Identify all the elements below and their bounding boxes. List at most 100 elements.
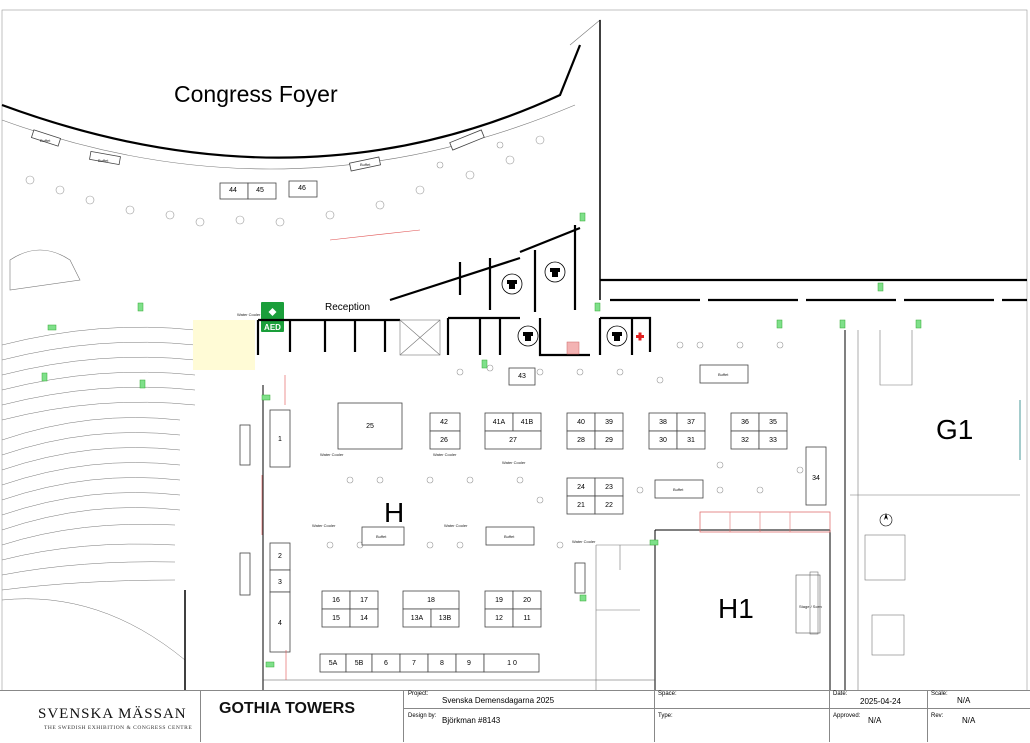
booth-16[interactable]: 16	[321, 590, 351, 610]
booth-15[interactable]: 15	[321, 608, 351, 628]
booth-7[interactable]: 7	[399, 653, 429, 673]
svg-text:30: 30	[659, 437, 667, 444]
svenska-massan-logo: SVENSKA MÄSSAN	[38, 706, 187, 722]
booth-29[interactable]: 29	[594, 430, 624, 450]
aed-icon[interactable]: AED	[261, 302, 284, 332]
svg-text:37: 37	[687, 419, 695, 426]
booth-26[interactable]: 26	[429, 430, 461, 450]
booth-8[interactable]: 8	[427, 653, 457, 673]
svg-text:24: 24	[577, 484, 585, 491]
svg-text:16: 16	[332, 597, 340, 604]
booth-1[interactable]: 1	[269, 409, 291, 468]
svg-text:36: 36	[741, 419, 749, 426]
reception-area	[193, 320, 255, 370]
booth-10[interactable]: 1 0	[483, 653, 540, 673]
svg-text:35: 35	[769, 419, 777, 426]
hall-h-walls	[262, 330, 846, 690]
svg-text:AED: AED	[264, 323, 281, 332]
booth-37[interactable]: 37	[676, 412, 706, 432]
booth-6[interactable]: 6	[371, 653, 401, 673]
auditorium-seating	[1, 326, 196, 661]
svg-text:41B: 41B	[521, 419, 534, 426]
booth-20[interactable]: 20	[512, 590, 542, 610]
svg-text:25: 25	[366, 423, 374, 430]
svg-text:14: 14	[360, 615, 368, 622]
svg-text:Water Cooler: Water Cooler	[320, 452, 344, 457]
svg-text:Water Cooler: Water Cooler	[433, 452, 457, 457]
svg-text:40: 40	[577, 419, 585, 426]
booth-28[interactable]: 28	[566, 430, 596, 450]
booth-44[interactable]: 44	[219, 182, 249, 200]
booth-46[interactable]: 46	[288, 180, 318, 198]
booth-38[interactable]: 38	[648, 412, 678, 432]
svg-text:11: 11	[523, 615, 530, 622]
svg-text:19: 19	[495, 597, 503, 604]
svg-text:5A: 5A	[329, 660, 338, 667]
design-by-value: Björkman #8143	[442, 716, 501, 725]
booth-2[interactable]: 2	[269, 542, 291, 571]
foyer-tables	[25, 135, 545, 227]
stage: Stage / Scen	[795, 571, 822, 635]
booth-11[interactable]: 11	[512, 608, 542, 628]
svg-text:Water Cooler: Water Cooler	[444, 523, 468, 528]
booth-25[interactable]: 25	[337, 402, 403, 450]
svg-text:8: 8	[440, 660, 444, 667]
booth-19[interactable]: 19	[484, 590, 514, 610]
project-value: Svenska Demensdagarna 2025	[442, 696, 555, 705]
design-by-label: Design by:	[408, 713, 437, 719]
booth-27[interactable]: 27	[484, 430, 542, 450]
svg-text:9: 9	[467, 660, 471, 667]
rev-label: Rev:	[931, 713, 944, 719]
hall-h1-label: H1	[718, 593, 754, 624]
booth-42[interactable]: 42	[429, 412, 461, 432]
booth-39[interactable]: 39	[594, 412, 624, 432]
booth-35[interactable]: 35	[758, 412, 788, 432]
booth-31[interactable]: 31	[676, 430, 706, 450]
svg-text:15: 15	[332, 615, 340, 622]
svg-text:32: 32	[741, 437, 749, 444]
booth-5a[interactable]: 5A	[319, 653, 347, 673]
booth-4[interactable]: 4	[269, 591, 291, 653]
booth-12[interactable]: 12	[484, 608, 514, 628]
booth-45[interactable]: 45	[247, 182, 277, 200]
booth-41b[interactable]: 41B	[512, 412, 542, 432]
water-cooler-labels: Water Cooler Water Cooler Water Cooler W…	[237, 312, 596, 544]
svg-text:5B: 5B	[355, 660, 364, 667]
svg-text:Buffet: Buffet	[504, 534, 515, 539]
gothia-towers-logo: GOTHIA TOWERS	[219, 700, 355, 717]
svg-text:1: 1	[278, 436, 282, 443]
svg-text:Buffet: Buffet	[98, 158, 109, 163]
svg-text:43: 43	[518, 373, 526, 380]
hall-buffets: Buffet Buffet Buffet Buffet	[239, 364, 749, 596]
svg-text:28: 28	[577, 437, 585, 444]
booth-17[interactable]: 17	[349, 590, 379, 610]
booth-22[interactable]: 22	[594, 495, 624, 515]
hall-h-label: H	[384, 497, 404, 528]
toilet-icon	[544, 261, 566, 283]
booth-14[interactable]: 14	[349, 608, 379, 628]
booth-33[interactable]: 33	[758, 430, 788, 450]
svg-text:Water Cooler: Water Cooler	[237, 312, 261, 317]
booth-23[interactable]: 23	[594, 477, 624, 497]
svg-text:Stage / Scen: Stage / Scen	[799, 604, 822, 609]
svg-text:31: 31	[687, 437, 695, 444]
reception-walls	[256, 225, 1027, 357]
booth-43[interactable]: 43	[508, 367, 536, 386]
booth-24[interactable]: 24	[566, 477, 596, 497]
foyer-curved-wall	[1, 44, 582, 159]
booth-34[interactable]: 34	[805, 446, 827, 506]
booth-9[interactable]: 9	[455, 653, 485, 673]
booth-30[interactable]: 30	[648, 430, 678, 450]
booth-36[interactable]: 36	[730, 412, 760, 432]
date-value: 2025-04-24	[860, 697, 901, 706]
booth-13b[interactable]: 13B	[430, 608, 460, 628]
booth-40[interactable]: 40	[566, 412, 596, 432]
booth-13a[interactable]: 13A	[402, 608, 432, 628]
booth-5b[interactable]: 5B	[345, 653, 373, 673]
booth-32[interactable]: 32	[730, 430, 760, 450]
booth-3[interactable]: 3	[269, 569, 291, 593]
toilet-icon	[501, 273, 523, 295]
booth-21[interactable]: 21	[566, 495, 596, 515]
booth-41a[interactable]: 41A	[484, 412, 514, 432]
booth-18[interactable]: 18	[402, 590, 460, 610]
